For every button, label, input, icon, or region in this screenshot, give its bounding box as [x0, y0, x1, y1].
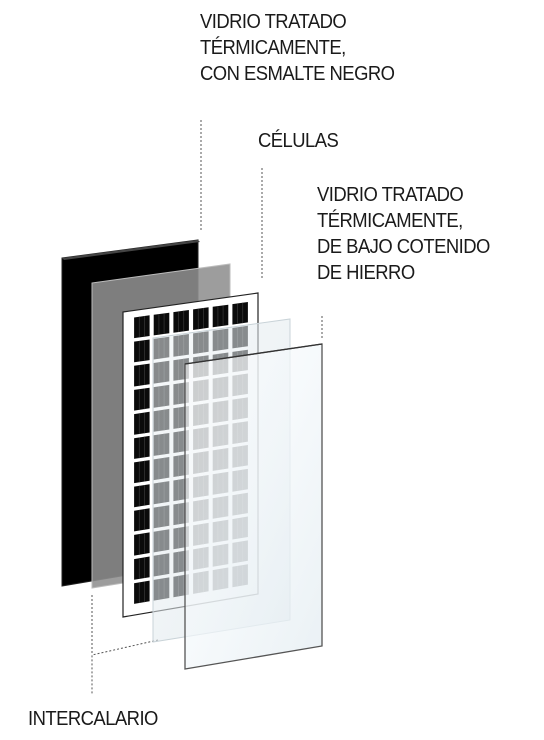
label-line: INTERCALARIO: [28, 707, 158, 730]
solar-cell: [232, 302, 248, 325]
leader-line-interlayer: [91, 639, 159, 695]
label-cells: CÉLULAS: [258, 128, 339, 154]
label-line: CON ESMALTE NEGRO: [200, 62, 395, 85]
solar-cell: [134, 363, 150, 387]
label-low-iron-glass: VIDRIO TRATADO TÉRMICAMENTE, DE BAJO COT…: [317, 182, 490, 286]
solar-cell: [153, 312, 170, 336]
solar-cell: [134, 435, 150, 459]
label-line: DE BAJO COTENIDO: [317, 235, 490, 258]
solar-cell: [134, 315, 150, 339]
low-iron-glass-layer: [184, 343, 323, 670]
solar-cell: [134, 484, 150, 508]
label-line: DE HIERRO: [317, 261, 415, 284]
solar-cell: [212, 304, 229, 328]
label-line: TÉRMICAMENTE,: [200, 36, 346, 59]
solar-cell: [134, 411, 150, 435]
label-black-enamelled-glass: VIDRIO TRATADO TÉRMICAMENTE, CON ESMALTE…: [200, 9, 395, 87]
solar-cell: [134, 387, 150, 411]
label-interlayer: INTERCALARIO: [28, 706, 158, 732]
solar-cell: [134, 556, 150, 580]
solar-cell: [134, 508, 150, 532]
label-line: TÉRMICAMENTE,: [317, 209, 463, 232]
label-line: CÉLULAS: [258, 129, 339, 152]
solar-cell: [193, 307, 209, 330]
label-line: VIDRIO TRATADO: [200, 10, 347, 33]
solar-cell: [134, 580, 150, 604]
label-line: VIDRIO TRATADO: [317, 183, 464, 206]
solar-cell: [134, 460, 150, 484]
solar-cell: [134, 339, 150, 363]
solar-cell: [134, 532, 150, 556]
solar-cell: [173, 310, 189, 333]
